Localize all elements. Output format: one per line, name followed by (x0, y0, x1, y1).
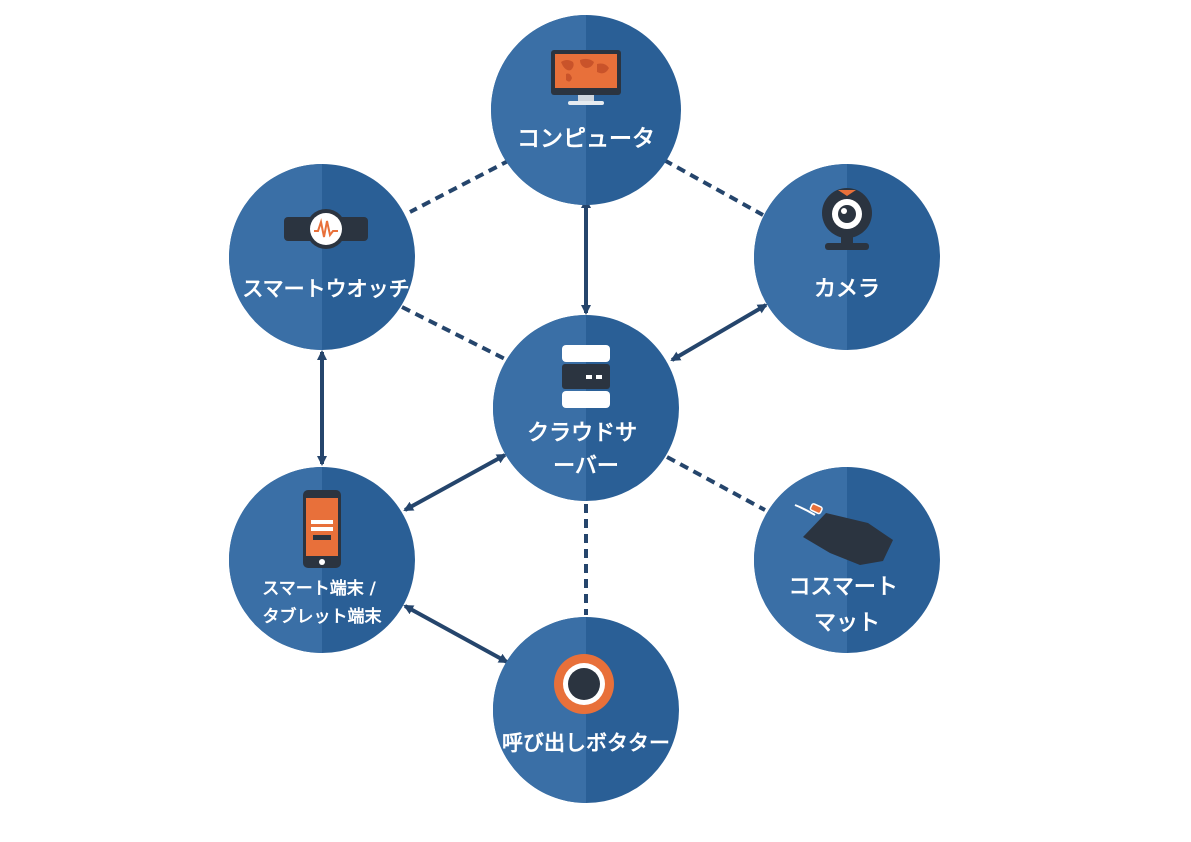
node-cloud[interactable]: クラウドサ ーバー (493, 315, 679, 501)
smartphone-icon (303, 490, 341, 568)
edge-cloud-mat (666, 455, 766, 512)
edge-watch-cloud (401, 305, 508, 362)
node-smartphone-label: スマート端末 / タブレット端末 (262, 578, 382, 627)
edges (317, 158, 768, 664)
mat-icon (794, 503, 893, 565)
node-cloud-label: クラウドサ ーバー (527, 421, 645, 479)
server-icon (562, 345, 610, 408)
call-button-icon (554, 654, 614, 714)
node-smartphone[interactable]: スマート端末 / タブレット端末 (229, 467, 415, 653)
node-watch-label: スマートウオッチ (242, 277, 409, 301)
node-button[interactable]: 呼び出しボタター (493, 617, 679, 803)
node-computer[interactable]: コンピュータ (491, 15, 681, 205)
node-mat[interactable]: コスマート マット (754, 467, 940, 653)
node-camera-label: カメラ (814, 277, 880, 302)
edge-computer-camera (663, 158, 764, 217)
edge-smartphone-button (403, 604, 509, 664)
edge-cloud-smartphone (403, 453, 507, 512)
smartwatch-icon (284, 209, 368, 249)
node-button-label: 呼び出しボタター (502, 731, 670, 755)
node-mat-label: コスマート マット (788, 575, 905, 636)
node-camera[interactable]: カメラ (754, 164, 940, 350)
edge-computer-watch (409, 158, 511, 214)
edge-cloud-camera (670, 303, 768, 362)
node-computer-label: コンピュータ (517, 126, 655, 152)
node-watch[interactable]: スマートウオッチ (229, 164, 415, 350)
webcam-icon (822, 188, 872, 250)
monitor-icon (551, 50, 621, 105)
